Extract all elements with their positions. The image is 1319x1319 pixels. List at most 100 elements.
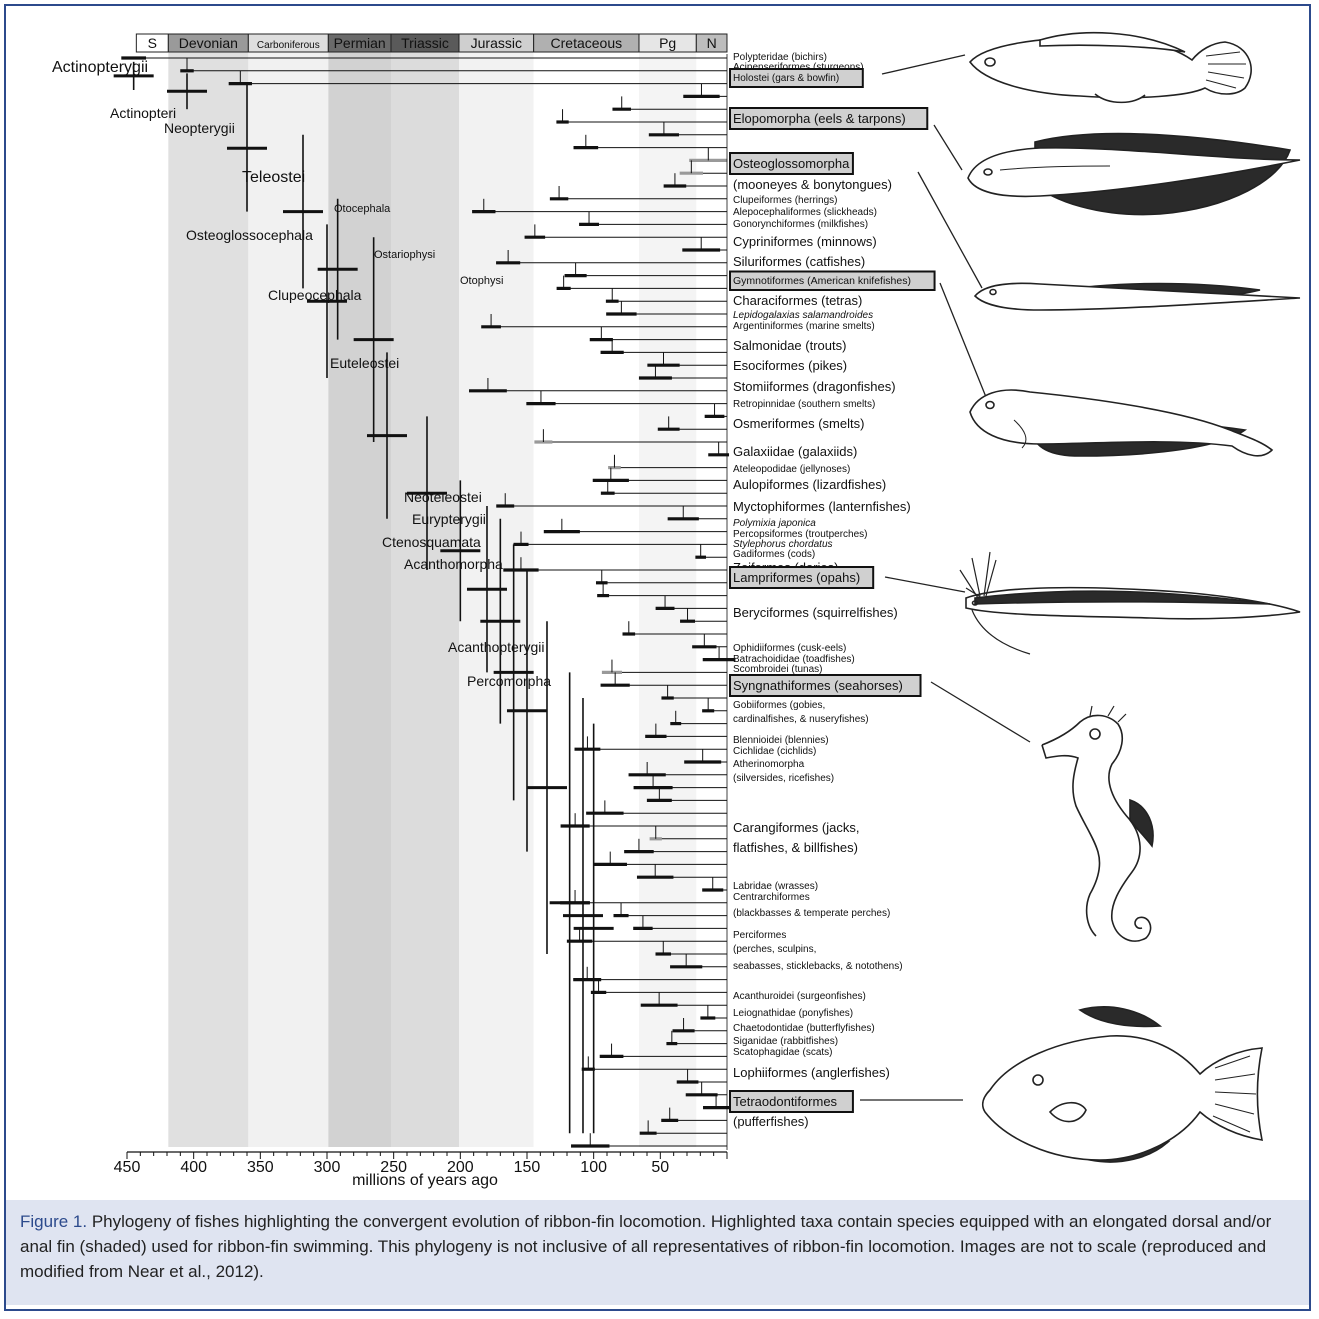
taxon-label: Polymixia japonica xyxy=(733,518,816,529)
taxon-label: Osmeriformes (smelts) xyxy=(733,416,864,431)
clade-label: Acanthopterygii xyxy=(448,639,545,655)
clade-label: Ctenosquamata xyxy=(382,534,481,550)
taxon-label: flatfishes, & billfishes) xyxy=(733,840,858,855)
oarfish-illustration xyxy=(960,552,1300,654)
clade-label: Eurypterygii xyxy=(412,511,486,527)
period-label: Devonian xyxy=(179,35,238,51)
triggerfish-illustration xyxy=(983,1007,1262,1162)
taxon-label: Holostei (gars & bowfin) xyxy=(733,73,839,84)
taxon-label: Retropinnidae (southern smelts) xyxy=(733,399,875,410)
taxon-label: (mooneyes & bonytongues) xyxy=(733,177,892,192)
taxon-label: Tetraodontiformes xyxy=(733,1094,838,1109)
period-band-1 xyxy=(168,52,248,1147)
taxon-label: Argentiniformes (marine smelts) xyxy=(733,321,875,332)
taxon-label: Syngnathiformes (seahorses) xyxy=(733,678,903,693)
taxon-label: Acanthuroidei (surgeonfishes) xyxy=(733,991,866,1002)
taxon-label: Ophidiiformes (cusk-eels) xyxy=(733,643,846,654)
period-label: Triassic xyxy=(401,35,449,51)
taxon-label: Centrarchiformes xyxy=(733,892,810,903)
taxon-label: Labridae (wrasses) xyxy=(733,881,818,892)
taxon-label: Gadiformes (cods) xyxy=(733,549,815,560)
taxon-label: Carangiformes (jacks, xyxy=(733,820,859,835)
axis-tick-label: 450 xyxy=(114,1159,141,1176)
bowfin-illustration xyxy=(970,33,1251,103)
taxon-label: Siluriformes (catfishes) xyxy=(733,254,865,269)
caption-text: Phylogeny of fishes highlighting the con… xyxy=(20,1212,1271,1281)
figure-caption: Figure 1. Phylogeny of fishes highlighti… xyxy=(6,1200,1309,1305)
period-label: Jurassic xyxy=(471,35,522,51)
clade-label: Neopterygii xyxy=(164,120,235,136)
taxon-label: (silversides, ricefishes) xyxy=(733,773,834,784)
taxon-label: Siganidae (rabbitfishes) xyxy=(733,1036,838,1047)
fish-illustrations xyxy=(860,33,1300,1162)
period-band-2 xyxy=(248,52,328,1147)
taxon-label: Lepidogalaxias salamandroides xyxy=(733,310,873,321)
period-band-8 xyxy=(696,52,727,1147)
taxon-label: Osteoglossomorpha xyxy=(733,156,850,171)
period-label: Permian xyxy=(334,35,386,51)
clade-label: Otocephala xyxy=(334,203,391,215)
featherback-illustration xyxy=(970,390,1272,456)
seahorse-illustration xyxy=(1042,706,1153,941)
taxon-label: (blackbasses & temperate perches) xyxy=(733,908,890,919)
taxon-label: Elopomorpha (eels & tarpons) xyxy=(733,111,906,126)
axis-tick-label: 300 xyxy=(314,1159,341,1176)
axis-tick-label: 50 xyxy=(651,1159,669,1176)
taxon-label: Gymnotiformes (American knifefishes) xyxy=(733,275,911,287)
period-bands xyxy=(136,52,727,1147)
taxon-label: Atherinomorpha xyxy=(733,759,805,770)
taxon-label: Scatophagidae (scats) xyxy=(733,1047,833,1058)
axis-tick-label: 150 xyxy=(514,1159,541,1176)
period-band-0 xyxy=(136,52,168,1147)
taxon-label: Clupeiformes (herrings) xyxy=(733,195,837,206)
clade-label: Otophysi xyxy=(460,275,503,287)
taxon-label: Leiognathidae (ponyfishes) xyxy=(733,1008,853,1019)
taxon-label: Gonorynchiformes (milkfishes) xyxy=(733,219,868,230)
taxon-label: Alepocephaliformes (slickheads) xyxy=(733,207,877,218)
taxon-label: Aulopiformes (lizardfishes) xyxy=(733,477,886,492)
clade-label: Actinopteri xyxy=(110,105,176,121)
taxon-label: Ateleopodidae (jellynoses) xyxy=(733,464,850,475)
clade-label: Osteoglossocephala xyxy=(186,227,313,243)
leader-lines xyxy=(860,55,1030,1100)
clade-label: Neoteleostei xyxy=(404,489,482,505)
clade-label: Percomorpha xyxy=(467,673,551,689)
axis-tick-label: 200 xyxy=(447,1159,474,1176)
axis-tick-label: 350 xyxy=(247,1159,274,1176)
period-label: N xyxy=(707,35,717,51)
taxon-label: Chaetodontidae (butterflyfishes) xyxy=(733,1023,875,1034)
axis-tick-label: 250 xyxy=(380,1159,407,1176)
clade-label: Acanthomorpha xyxy=(404,556,503,572)
taxon-label: Esociformes (pikes) xyxy=(733,358,847,373)
phylogeny-figure: S Devonian Carboniferous Permian Triassic Jur… xyxy=(0,0,1319,1200)
taxon-label: (pufferfishes) xyxy=(733,1114,809,1129)
clade-label: Euteleostei xyxy=(330,355,399,371)
taxon-label: cardinalfishes, & nuseryfishes) xyxy=(733,714,869,725)
taxon-label: Galaxiidae (galaxiids) xyxy=(733,444,857,459)
taxon-labels: Polypteridae (bichirs)Acipenseriformes (… xyxy=(730,52,935,1129)
clade-label: Clupeocephala xyxy=(268,287,362,303)
period-label: Carboniferous xyxy=(257,40,320,51)
clade-label: Teleostei xyxy=(242,169,305,186)
taxon-label: Lampriformes (opahs) xyxy=(733,570,860,585)
taxon-label: Perciformes xyxy=(733,930,786,941)
caption-label: Figure 1. xyxy=(20,1212,87,1231)
period-label: Cretaceous xyxy=(551,35,623,51)
period-label: S xyxy=(148,35,157,51)
period-band-5 xyxy=(459,52,534,1147)
period-band-7 xyxy=(639,52,696,1147)
period-band-6 xyxy=(534,52,639,1147)
taxon-label: Characiformes (tetras) xyxy=(733,293,862,308)
taxon-label: Cypriniformes (minnows) xyxy=(733,234,877,249)
clade-label: Actinopterygii xyxy=(52,59,148,76)
axis-tick-label: 100 xyxy=(580,1159,607,1176)
taxon-label: (perches, sculpins, xyxy=(733,944,816,955)
eel-illustration xyxy=(968,134,1300,215)
taxon-label: Gobiiformes (gobies, xyxy=(733,700,825,711)
taxon-label: Myctophiformes (lanternfishes) xyxy=(733,499,911,514)
period-label: Pg xyxy=(659,35,676,51)
taxon-label: Blennioidei (blennies) xyxy=(733,735,829,746)
taxon-label: seabasses, sticklebacks, & notothens) xyxy=(733,961,903,972)
knifefish-illustration xyxy=(975,283,1300,310)
